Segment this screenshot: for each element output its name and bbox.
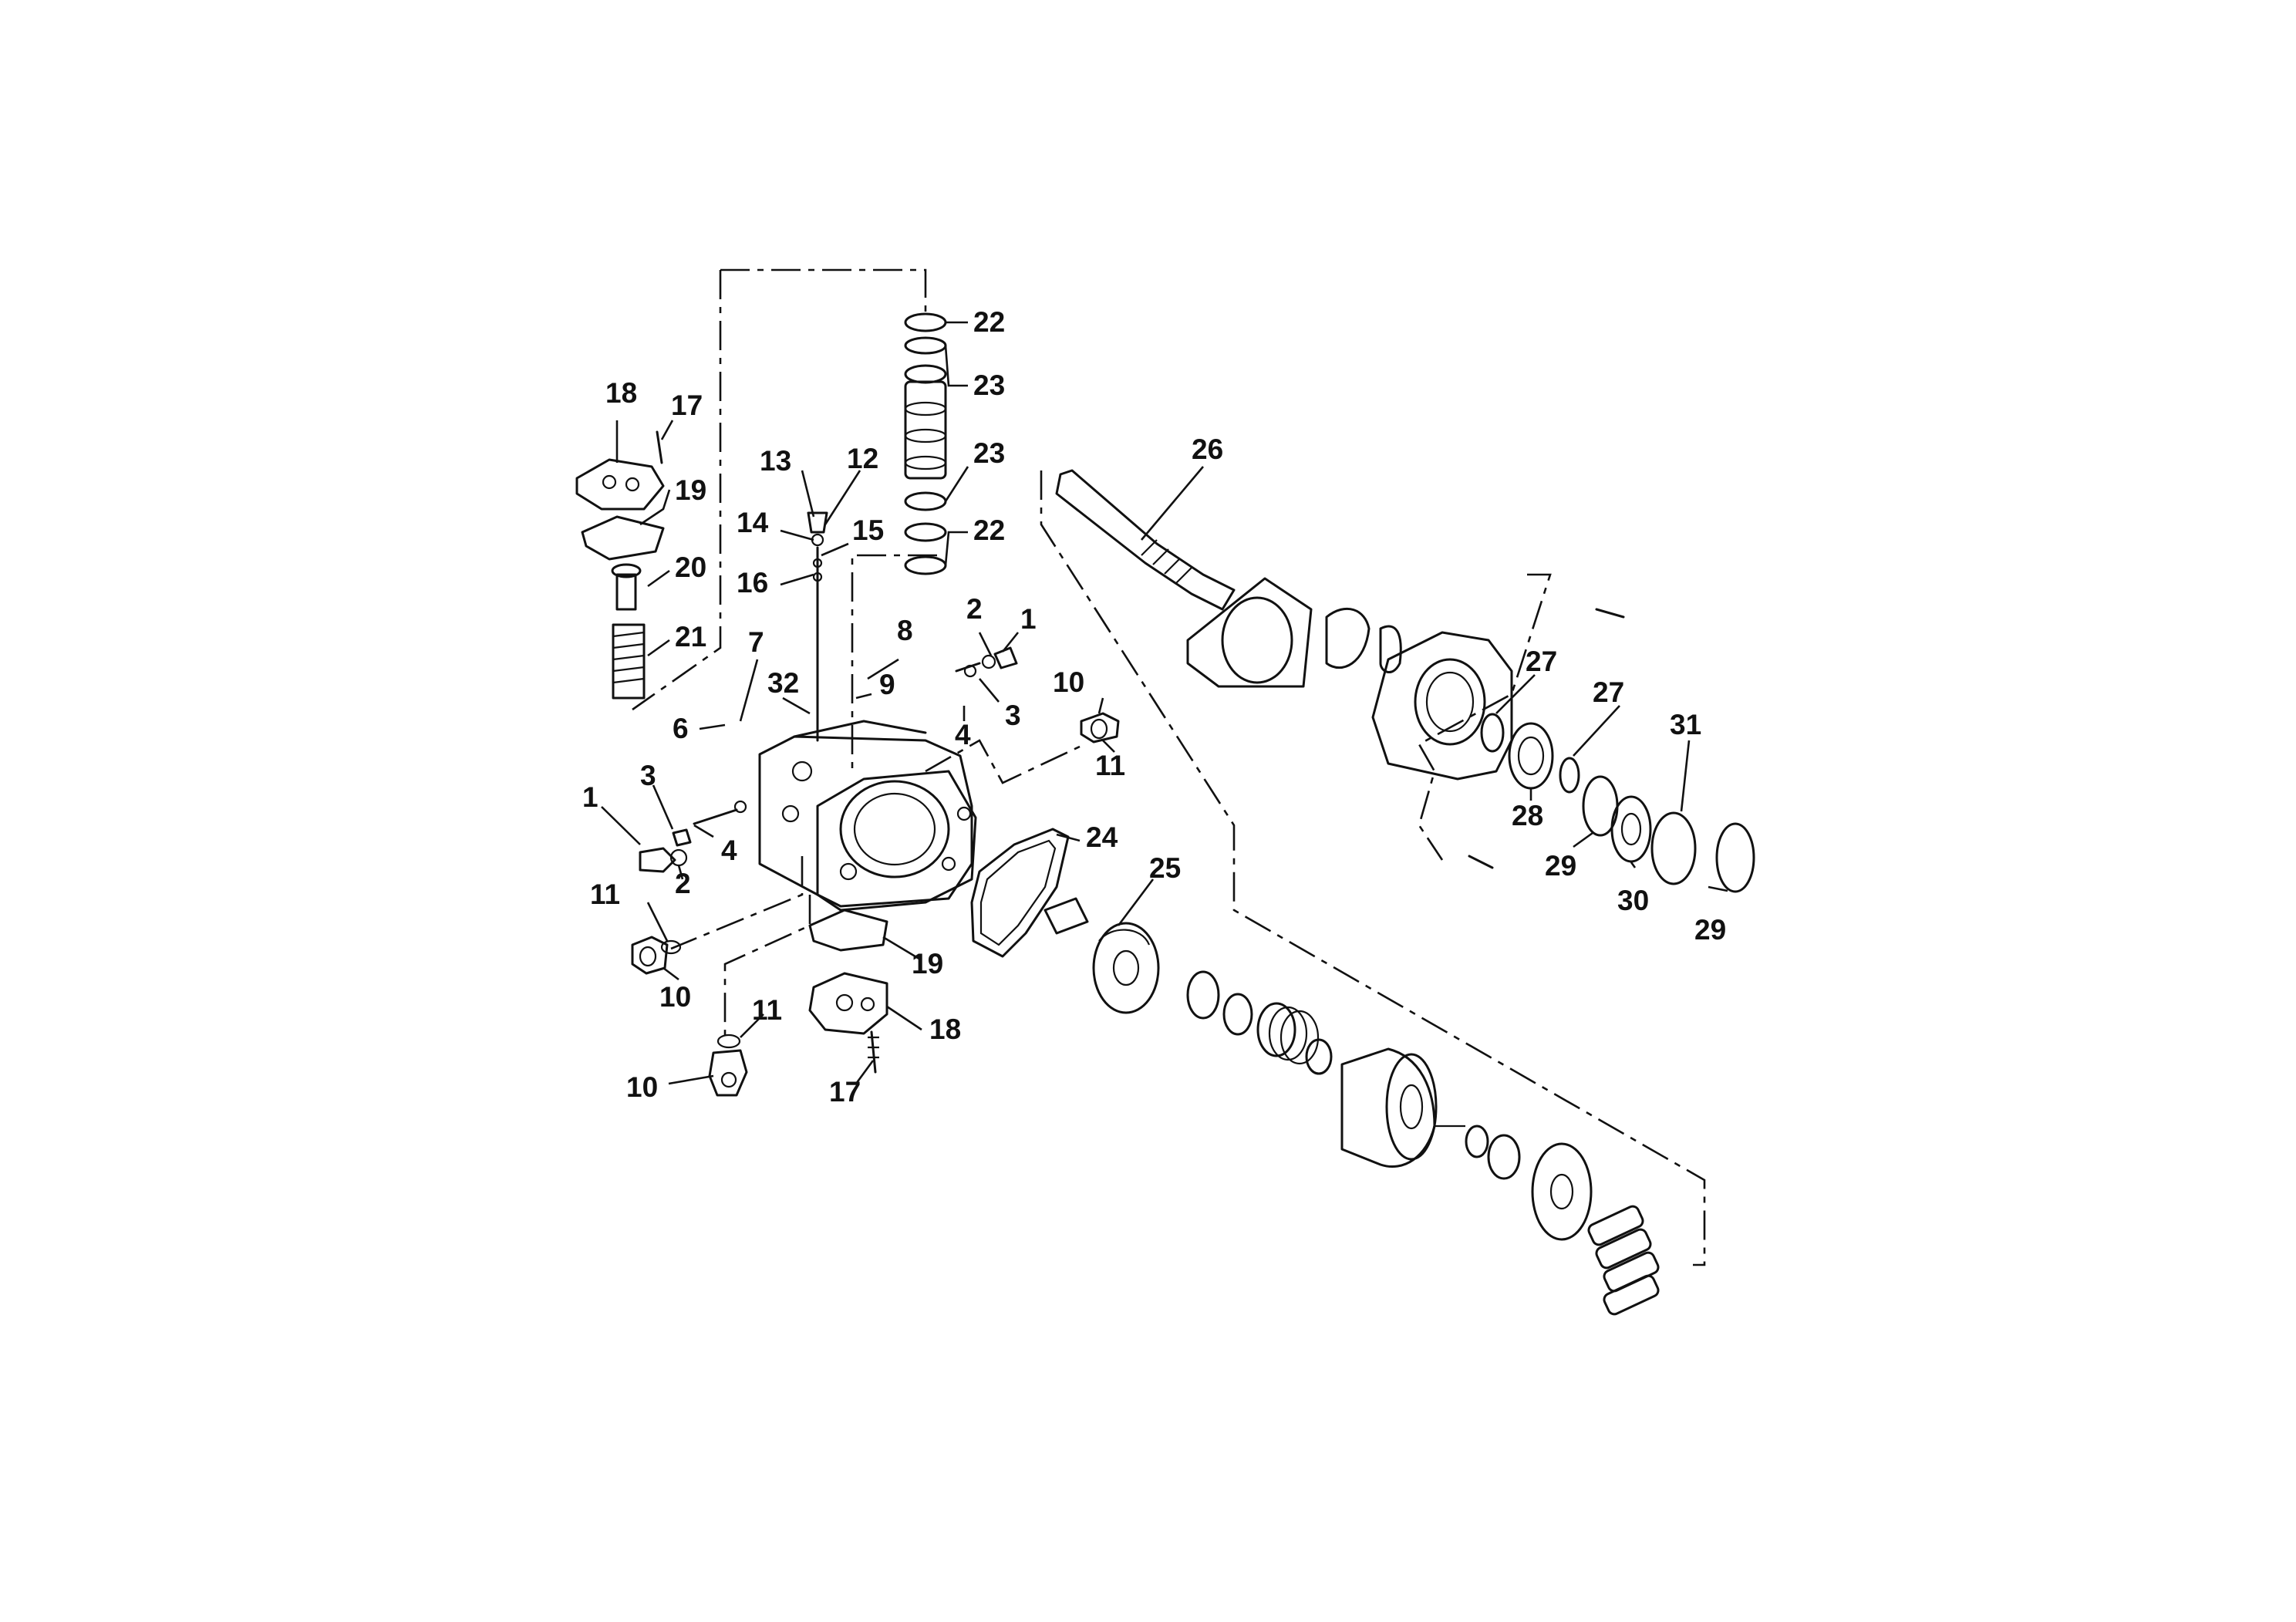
callout-18: 18 xyxy=(605,377,637,409)
callout-22: 22 xyxy=(973,306,1005,338)
callout-8: 8 xyxy=(897,615,913,646)
callout-13: 13 xyxy=(760,445,791,477)
mounting-flange xyxy=(1371,608,1625,869)
callout-11: 11 xyxy=(752,994,782,1026)
right-fittings xyxy=(955,646,1018,678)
parts xyxy=(575,312,1755,1316)
callout-29: 29 xyxy=(1545,850,1576,882)
callout-23: 23 xyxy=(973,437,1005,469)
callout-18: 18 xyxy=(929,1013,961,1045)
callout-20: 20 xyxy=(675,551,706,583)
callout-25: 25 xyxy=(1149,852,1181,884)
fitting-left xyxy=(631,936,682,975)
callout-2: 2 xyxy=(966,593,983,625)
callout-19: 19 xyxy=(675,474,706,506)
callout-27: 27 xyxy=(1526,646,1557,677)
swash-plate-assembly xyxy=(1186,577,1402,688)
left-fittings xyxy=(639,800,747,873)
callout-6: 6 xyxy=(673,713,689,744)
callout-3: 3 xyxy=(640,760,656,791)
gasket-24 xyxy=(970,828,1070,958)
callout-32: 32 xyxy=(767,667,799,699)
callout-24: 24 xyxy=(1086,821,1118,853)
valve-plate-25 xyxy=(1043,897,1160,1014)
callout-12: 12 xyxy=(847,443,878,474)
callout-17: 17 xyxy=(671,389,703,421)
callout-7: 7 xyxy=(748,626,764,658)
leader-lines xyxy=(601,321,1728,1085)
callout-27: 27 xyxy=(1593,676,1624,708)
callout-1: 1 xyxy=(582,781,598,813)
callout-16: 16 xyxy=(737,567,768,599)
callout-23: 23 xyxy=(973,369,1005,401)
upper-cover-assembly xyxy=(575,430,665,700)
callout-26: 26 xyxy=(1192,433,1223,465)
callout-28: 28 xyxy=(1512,800,1543,831)
assembly-lines xyxy=(632,268,1706,1266)
fitting-bottom xyxy=(708,1034,748,1097)
rotating-group xyxy=(1186,970,1660,1316)
callout-31: 31 xyxy=(1670,709,1701,740)
relief-valve-parts xyxy=(807,511,828,742)
pump-housing xyxy=(758,720,977,912)
callout-3: 3 xyxy=(1005,700,1021,731)
callout-1: 1 xyxy=(1020,603,1037,635)
control-piston-stack xyxy=(904,312,947,575)
callout-14: 14 xyxy=(737,507,769,538)
callout-30: 30 xyxy=(1617,885,1649,916)
callout-15: 15 xyxy=(852,514,884,546)
fitting-upper-right xyxy=(1080,712,1120,744)
callout-11: 11 xyxy=(1095,750,1125,781)
callout-9: 9 xyxy=(879,669,895,700)
callout-22: 22 xyxy=(973,514,1005,546)
callout-19: 19 xyxy=(912,948,943,980)
callout-2: 2 xyxy=(675,868,691,899)
callout-4: 4 xyxy=(721,835,737,866)
callout-10: 10 xyxy=(1053,666,1084,698)
callout-labels: 22 23 23 22 18 17 19 20 21 13 12 14 15 1… xyxy=(582,306,1726,1108)
callout-10: 10 xyxy=(659,981,691,1013)
callout-21: 21 xyxy=(675,621,706,653)
drive-shaft-26 xyxy=(1055,469,1236,611)
callout-17: 17 xyxy=(829,1076,861,1108)
callout-4: 4 xyxy=(955,719,971,750)
lower-cover-assembly xyxy=(808,909,888,1074)
callout-10: 10 xyxy=(626,1071,658,1103)
callout-11: 11 xyxy=(590,878,620,910)
callout-29: 29 xyxy=(1694,914,1726,946)
